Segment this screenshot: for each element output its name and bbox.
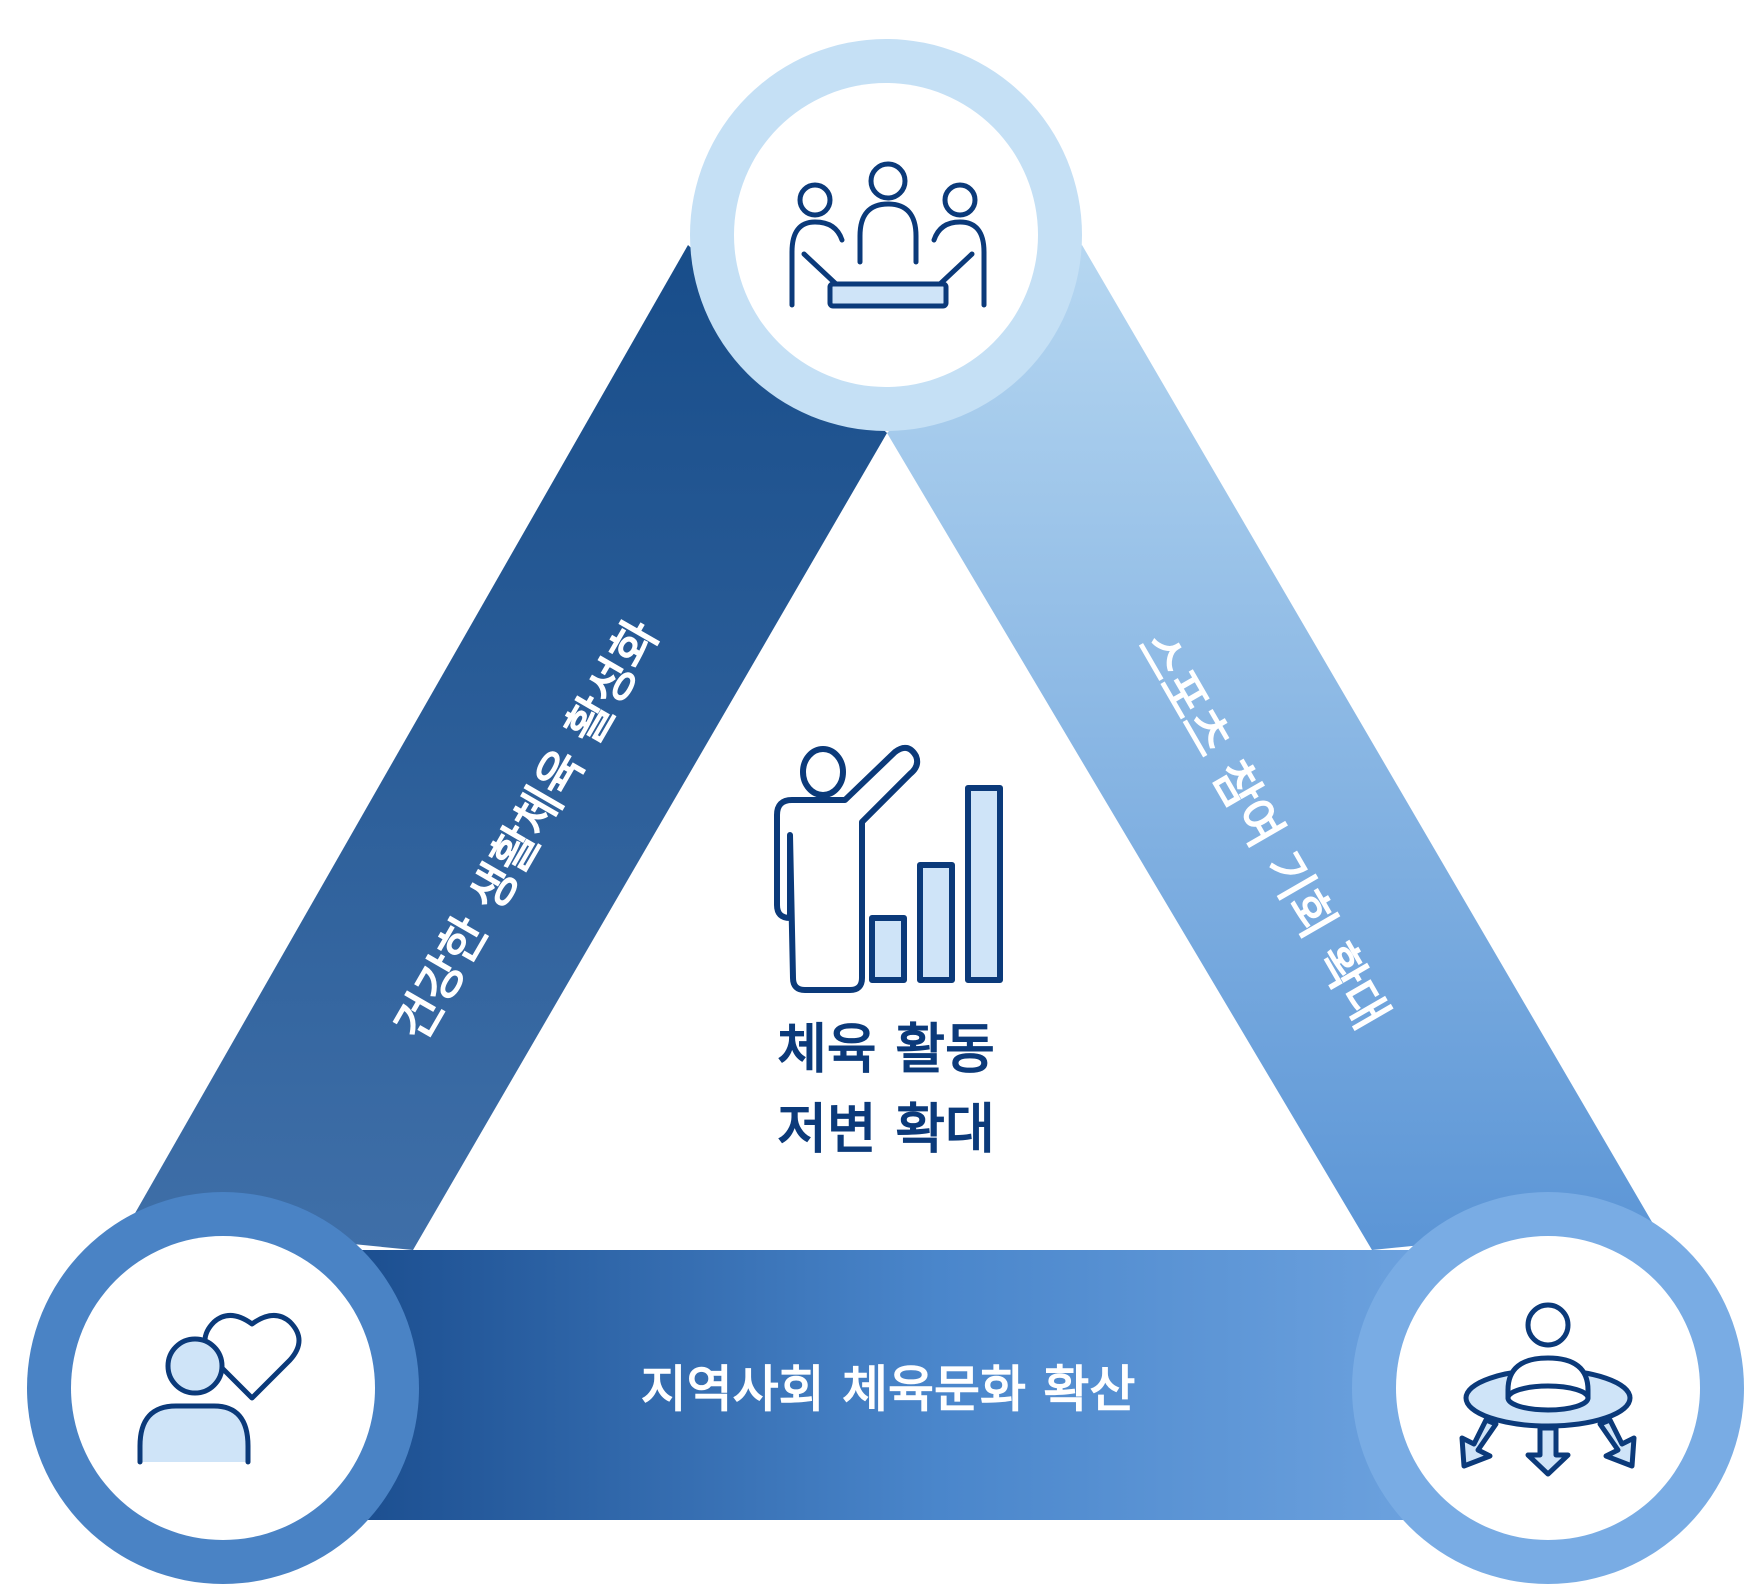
person-heart-icon xyxy=(137,1313,302,1465)
node-bottom-left xyxy=(27,1192,419,1584)
band-bottom xyxy=(300,1250,1460,1520)
band-bottom-label: 지역사회 체육문화 확산 xyxy=(641,1361,1136,1419)
person-expansion-arrows-icon xyxy=(1459,1302,1637,1477)
band-right xyxy=(887,245,1652,1250)
team-meeting-icon xyxy=(789,161,987,309)
center-title-line2: 저변 확대 xyxy=(777,1098,995,1161)
presenter-growth-chart-icon xyxy=(774,744,1003,993)
node-top xyxy=(690,39,1082,431)
node-bottom-right xyxy=(1352,1192,1744,1584)
band-left xyxy=(130,245,887,1250)
center-title-line1: 체육 활동 xyxy=(777,1018,995,1081)
